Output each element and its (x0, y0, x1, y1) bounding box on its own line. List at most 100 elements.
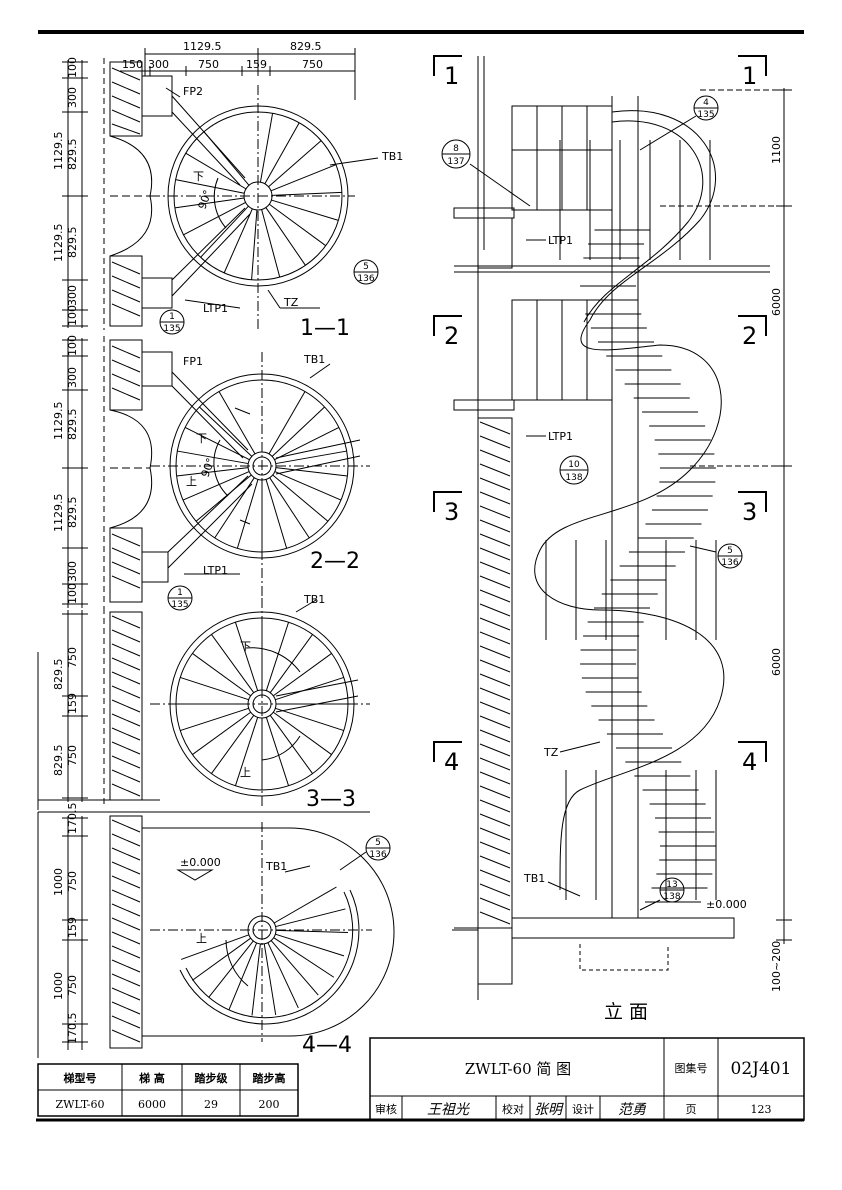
hatch-line (111, 1015, 141, 1029)
hatch-line (479, 519, 511, 533)
cut-mark-2-left: 2 (444, 322, 459, 350)
ref-den: 135 (171, 600, 188, 610)
tread-line (274, 426, 340, 461)
plan-1-1-text: 1129.5 829.5 150 300 750 159 750 100 300… (52, 40, 403, 341)
dim-829-5-top: 829.5 (290, 40, 322, 53)
hatch-line (479, 631, 511, 645)
ref-num: 10 (568, 460, 580, 470)
plan-2-2 (62, 336, 370, 612)
hatch-line (479, 687, 511, 701)
hatch-line (111, 987, 141, 1001)
tread-line (263, 943, 277, 1015)
label-fp2: FP2 (183, 85, 203, 98)
dim-left-5: 1129.5 (52, 224, 65, 263)
tread-line (265, 207, 306, 266)
tread-line (275, 707, 344, 732)
atlas-number: 02J401 (731, 1059, 792, 1079)
dim-left-4: 159 (66, 917, 79, 938)
hatch-line (479, 785, 511, 799)
dim-6000-upper: 6000 (770, 288, 783, 316)
hatch-line (111, 959, 141, 973)
tread-line (275, 908, 346, 928)
ref-den: 138 (565, 473, 582, 483)
dim-6000-lower: 6000 (770, 648, 783, 676)
dim-750-a: 750 (198, 58, 219, 71)
tread-line (192, 711, 251, 755)
tread-line (223, 208, 253, 274)
hatch-line (479, 505, 511, 519)
ref-num: 1 (177, 588, 183, 598)
tread-line (175, 179, 245, 194)
label-level: ±0.000 (180, 856, 221, 869)
elevation (452, 56, 792, 1000)
ref-1-135-p2: 1 135 (167, 585, 193, 611)
ref-num: 1 (169, 312, 175, 322)
hatch-line (111, 917, 141, 931)
th-model: 梯型号 (64, 1071, 97, 1085)
dim-left-3: 750 (66, 871, 79, 892)
ref-5-136-p4: 5 136 (339, 835, 391, 871)
th-step-height: 踏步高 (253, 1071, 286, 1085)
hatch-line (479, 589, 511, 603)
dim-left-5: 1000 (52, 972, 65, 1000)
tread-line (185, 152, 247, 190)
tread-line (176, 467, 249, 477)
tread-line (200, 205, 249, 258)
tread-line (270, 940, 319, 996)
tread-line (269, 715, 313, 774)
dim-left-1: 829.5 (52, 659, 65, 691)
tread-line (180, 707, 249, 732)
cut-mark-1-right: 1 (742, 62, 757, 90)
label-tb1: TB1 (303, 593, 325, 606)
ref-num: 5 (363, 262, 369, 272)
hatch-line (479, 491, 511, 505)
hatch-line (111, 903, 141, 917)
ref-den: 137 (447, 157, 464, 167)
dim-left-1: 100 (66, 335, 79, 356)
hatch-line (479, 701, 511, 715)
hatch-line (111, 783, 141, 797)
tread-line (275, 933, 345, 957)
tread-line (214, 477, 255, 539)
dim-left-6: 829.5 (66, 497, 79, 529)
tread-line (273, 937, 335, 978)
section-label-3-3: 3—3 (306, 787, 356, 812)
elevation-text: 1 1 2 2 3 3 4 4 1100 6000 6000 100~200 L… (433, 55, 783, 1023)
hatch-line (111, 889, 141, 903)
hatch-line (479, 841, 511, 855)
label-tb1: TB1 (523, 872, 545, 885)
ref-num: 8 (453, 144, 459, 154)
plan-4-4-text: 170.5 1000 750 159 1000 750 170.5 TB1 ±0… (52, 803, 352, 1059)
hatch-line (479, 869, 511, 883)
dim-100-200: 100~200 (770, 941, 783, 992)
hatch-line (479, 449, 511, 463)
hatch-line (479, 659, 511, 673)
ref-5-136-p1: 5 136 (353, 259, 379, 285)
tread-line (234, 717, 259, 786)
cut-mark-1-left: 1 (444, 62, 459, 90)
label-angle: 90° (199, 456, 218, 479)
dim-left-4: 829.5 (66, 409, 79, 441)
signature-design: 范勇 (618, 1102, 647, 1118)
plan-1-1-left-dims: 100 300 1129.5 829.5 1129.5 829.5 300 10… (52, 57, 79, 326)
cut-mark-4-left: 4 (444, 748, 459, 776)
td-model: ZWLT-60 (56, 1098, 105, 1111)
tread-line (269, 634, 313, 693)
spec-table (37, 1063, 299, 1117)
signature-check: 张明 (534, 1102, 564, 1118)
hatch-line (479, 743, 511, 757)
tread-line (195, 474, 252, 522)
hatch-line (111, 945, 141, 959)
label-ltp1: LTP1 (203, 564, 228, 577)
hatch-line (111, 931, 141, 945)
label-up: 上 (240, 766, 251, 779)
hatch-line (479, 729, 511, 743)
hatch-line (479, 561, 511, 575)
tread-line (183, 202, 246, 236)
hatch-line (479, 435, 511, 449)
elevation-refs (441, 95, 743, 903)
hatch-line (479, 897, 511, 911)
tread-line (275, 929, 348, 934)
tread-line (265, 479, 288, 549)
dim-left-3: 1129.5 (52, 132, 65, 171)
